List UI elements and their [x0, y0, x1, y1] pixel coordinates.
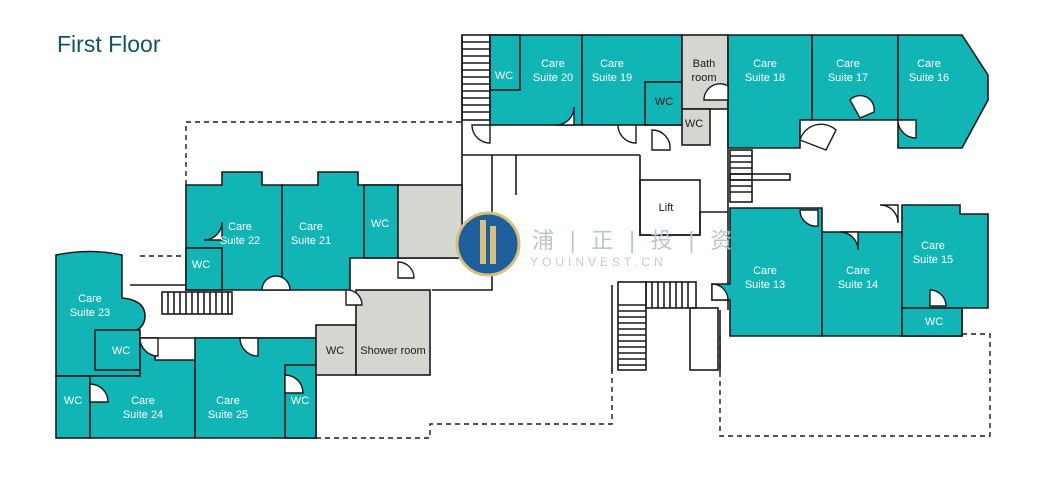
room-label-wc: WC [64, 395, 82, 407]
lift-shaft [639, 179, 701, 236]
stairs-east-main [617, 281, 719, 371]
room-label-wc: WC [371, 218, 389, 230]
room-label-wc: WC [655, 96, 673, 108]
terrace-outline-upper-left [185, 121, 462, 185]
room-wc-20 [489, 34, 521, 91]
floor-title: First Floor [57, 31, 161, 57]
room-wc-bath [681, 108, 711, 146]
room-label-wc: WC [112, 345, 130, 357]
room-shower [355, 289, 431, 376]
stairs-north [461, 34, 491, 121]
room-label-wc: WC [925, 316, 943, 328]
watermark-cn: 浦 | 正 | 投 | 资 [532, 229, 736, 254]
room-label-wc: WC [685, 118, 703, 130]
watermark: 浦 | 正 | 投 | 资 YOUINVEST.CN [455, 211, 736, 277]
room-wc-22 [185, 247, 223, 291]
room-wc-24 [55, 375, 91, 439]
door-swings [89, 83, 947, 403]
room-wc-15 [901, 307, 963, 337]
stairs-lift-lobby [729, 149, 791, 203]
room-suite-16 [897, 34, 989, 149]
terrace-outline-bottom-right [719, 333, 991, 437]
room-label-lift: Lift [659, 202, 674, 214]
room-label-wc: WC [326, 345, 344, 357]
room-label-wc: WC [192, 259, 210, 271]
room-service-21 [397, 184, 463, 259]
room-label-wc: WC [495, 70, 513, 82]
room-label-wc: WC [291, 395, 309, 407]
room-suite-24 [89, 337, 196, 439]
terrace-outline-bottom-center [316, 372, 613, 439]
watermark-en: YOUINVEST.CN [530, 255, 667, 269]
room-label-shower-room: Shower room [360, 345, 425, 357]
stairs-west [161, 291, 233, 315]
room-suite-18 [727, 34, 813, 149]
